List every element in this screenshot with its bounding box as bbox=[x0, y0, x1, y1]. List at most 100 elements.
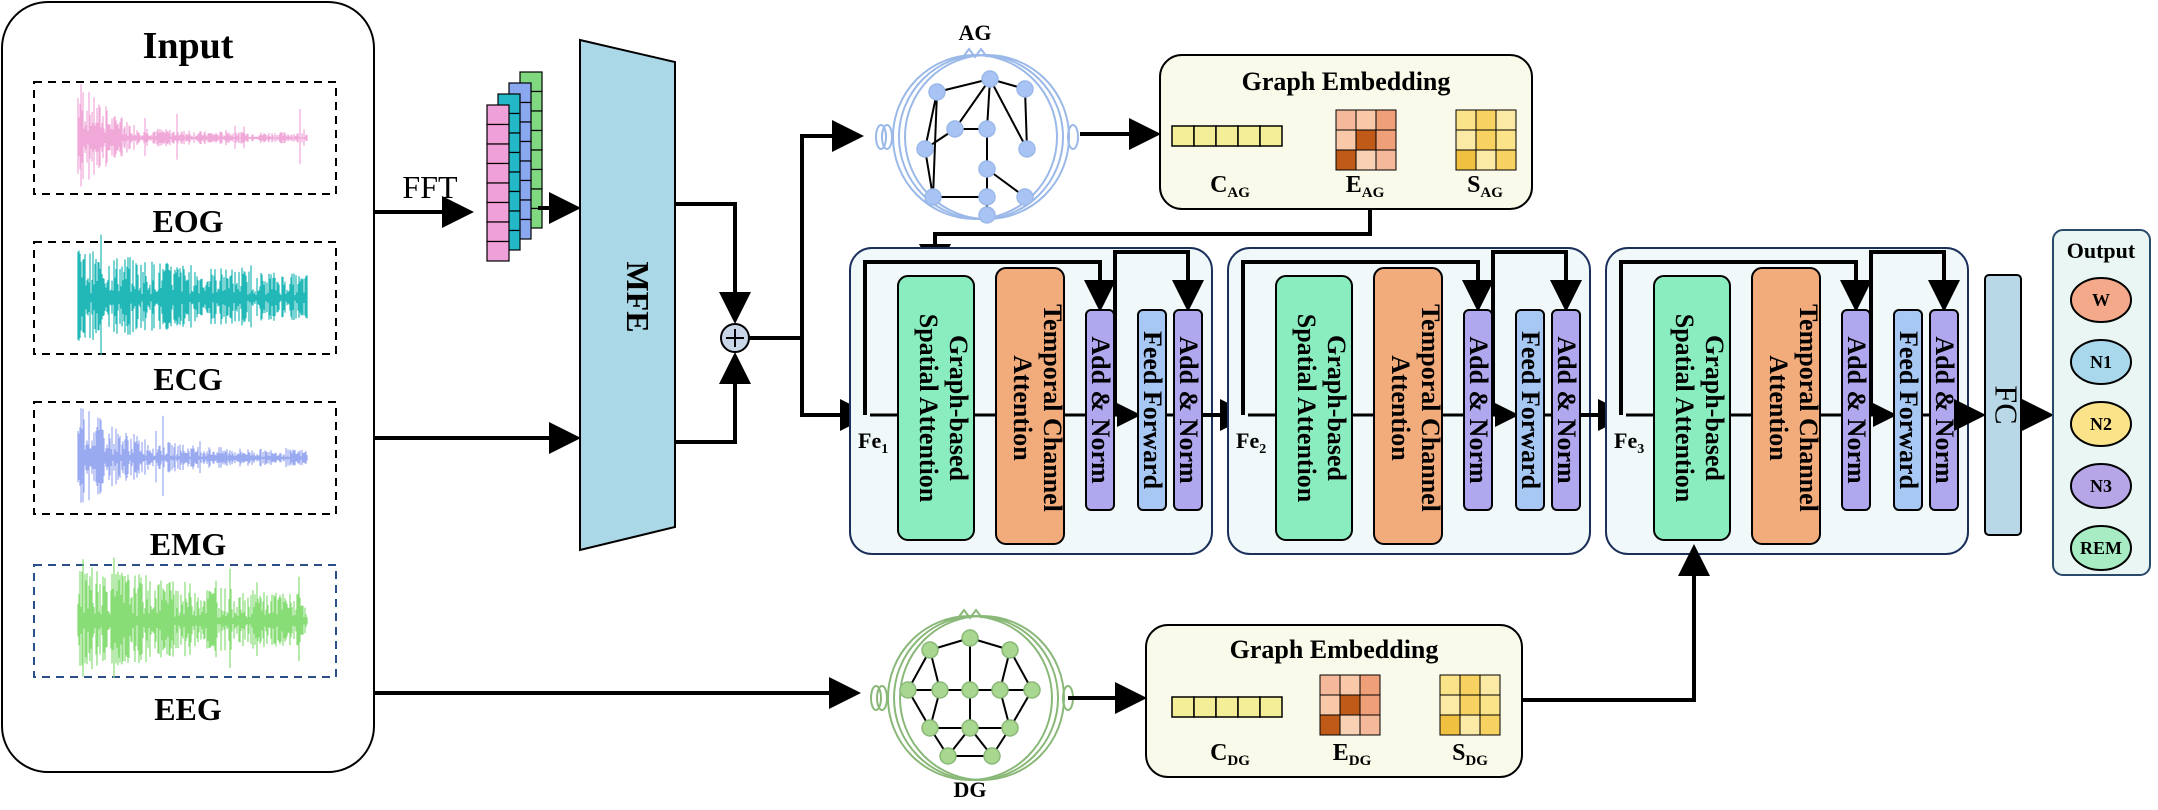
matrix-cell bbox=[1455, 149, 1477, 171]
feed-forward-box bbox=[1893, 309, 1923, 511]
dg-s-label: SDG bbox=[1452, 740, 1488, 769]
gsa-label-line: Graph-based bbox=[1700, 335, 1729, 481]
graph-node bbox=[1016, 80, 1034, 98]
dg-graph: DG bbox=[870, 608, 1074, 802]
graph-node bbox=[916, 140, 934, 158]
add-norm-label-line: Add & Norm bbox=[1464, 336, 1493, 484]
graph-node bbox=[978, 160, 996, 178]
tca-label-line: Temporal Channel bbox=[1794, 304, 1823, 512]
graph-node bbox=[961, 681, 979, 699]
residual-arrow-1 bbox=[1619, 260, 1872, 415]
dg-c-label: CDG bbox=[1210, 740, 1250, 769]
add-norm-box bbox=[1551, 309, 1581, 511]
ear-left bbox=[875, 124, 887, 150]
feed-forward-label-line: Feed Forward bbox=[1894, 331, 1923, 490]
matrix-cell bbox=[1375, 109, 1397, 131]
add-norm-label: Add & Norm bbox=[1842, 336, 1871, 484]
ag-label: AG bbox=[959, 20, 992, 45]
ag-graph-embedding: Graph Embedding CAG EAG SAG bbox=[1159, 54, 1533, 210]
feed-forward-box bbox=[1515, 309, 1545, 511]
output-class-badge bbox=[2070, 277, 2132, 323]
input-title: Input bbox=[143, 25, 234, 67]
adder-symbol bbox=[720, 323, 750, 353]
dg-brain-graph bbox=[870, 608, 1074, 781]
dg-c-vector bbox=[1171, 696, 1283, 718]
add-norm-label-line: Add & Norm bbox=[1842, 336, 1871, 484]
tca-label-line: Temporal Channel bbox=[1038, 304, 1067, 512]
residual-arrow-1 bbox=[1241, 260, 1494, 415]
mfe-block: MFE bbox=[579, 38, 676, 552]
matrix-cell bbox=[1479, 694, 1501, 716]
spectrogram-cell bbox=[486, 143, 510, 165]
gsa-label: Graph-basedSpatial Attention bbox=[1670, 314, 1729, 503]
gsa-box bbox=[897, 275, 975, 541]
graph-node bbox=[946, 120, 964, 138]
vector-cell bbox=[1259, 125, 1283, 147]
graph-node bbox=[983, 747, 1001, 765]
tca-box bbox=[1751, 267, 1821, 545]
gsa-label-line: Spatial Attention bbox=[1670, 314, 1699, 503]
gsa-label: Graph-basedSpatial Attention bbox=[1292, 314, 1351, 503]
matrix-cell bbox=[1459, 694, 1481, 716]
add-norm-box bbox=[1173, 309, 1203, 511]
vector-cell bbox=[1259, 696, 1283, 718]
spectrogram-cell bbox=[486, 240, 510, 262]
nose bbox=[957, 608, 983, 620]
fe-label-sub: 3 bbox=[1637, 442, 1644, 457]
vector-cell bbox=[1193, 125, 1217, 147]
graph-node bbox=[931, 681, 949, 699]
add-norm-label: Add & Norm bbox=[1464, 336, 1493, 484]
graph-node bbox=[1023, 681, 1041, 699]
add-norm-label-line: Add & Norm bbox=[1174, 336, 1203, 484]
mfe-shape bbox=[579, 38, 676, 552]
matrix-cell bbox=[1475, 149, 1497, 171]
graph-node bbox=[961, 629, 979, 647]
eog-waveform bbox=[77, 84, 308, 187]
matrix-cell bbox=[1475, 109, 1497, 131]
graph-node bbox=[991, 681, 1009, 699]
add-norm-label: Add & Norm bbox=[1930, 336, 1959, 484]
matrix-cell bbox=[1359, 674, 1381, 696]
ag-e-matrix bbox=[1335, 109, 1397, 171]
output-title: Output bbox=[2067, 238, 2136, 263]
ear-left bbox=[876, 685, 888, 711]
matrix-cell bbox=[1375, 149, 1397, 171]
output-class-badge bbox=[2070, 463, 2132, 509]
matrix-cell bbox=[1439, 694, 1461, 716]
matrix-cell bbox=[1495, 109, 1517, 131]
matrix-cell bbox=[1459, 674, 1481, 696]
matrix-cell bbox=[1319, 674, 1341, 696]
matrix-cell bbox=[1339, 714, 1361, 736]
spectrogram-cell bbox=[486, 201, 510, 223]
ear-left bbox=[881, 124, 893, 150]
feed-forward-box bbox=[1137, 309, 1167, 511]
graph-node bbox=[978, 188, 996, 206]
tca-label-line: Temporal Channel bbox=[1416, 304, 1445, 512]
matrix-cell bbox=[1335, 129, 1357, 151]
ear-right bbox=[1067, 124, 1079, 150]
tca-label: Temporal ChannelAttention bbox=[1008, 304, 1067, 512]
graph-node bbox=[1001, 719, 1019, 737]
input-panel: Input EOG ECG EMG EEG bbox=[1, 1, 375, 773]
graph-node bbox=[928, 83, 946, 101]
matrix-cell bbox=[1455, 129, 1477, 151]
emg-label: EMG bbox=[150, 526, 227, 562]
graph-node bbox=[978, 206, 996, 224]
add-norm-box bbox=[1085, 309, 1115, 511]
ag-c-label: CAG bbox=[1210, 172, 1250, 201]
gsa-label: Graph-basedSpatial Attention bbox=[914, 314, 973, 503]
graph-node bbox=[978, 120, 996, 138]
tca-label: Temporal ChannelAttention bbox=[1386, 304, 1445, 512]
output-class-label: N3 bbox=[2090, 476, 2112, 496]
fe-label-main: Fe bbox=[1614, 428, 1637, 453]
dg-e-matrix bbox=[1319, 674, 1381, 736]
matrix-cell bbox=[1479, 714, 1501, 736]
matrix-cell bbox=[1479, 674, 1501, 696]
signal-ecg: ECG bbox=[33, 234, 337, 397]
graph-node bbox=[924, 188, 942, 206]
graph-node bbox=[921, 641, 939, 659]
vector-cell bbox=[1171, 696, 1195, 718]
ag-s-label: SAG bbox=[1467, 172, 1503, 201]
